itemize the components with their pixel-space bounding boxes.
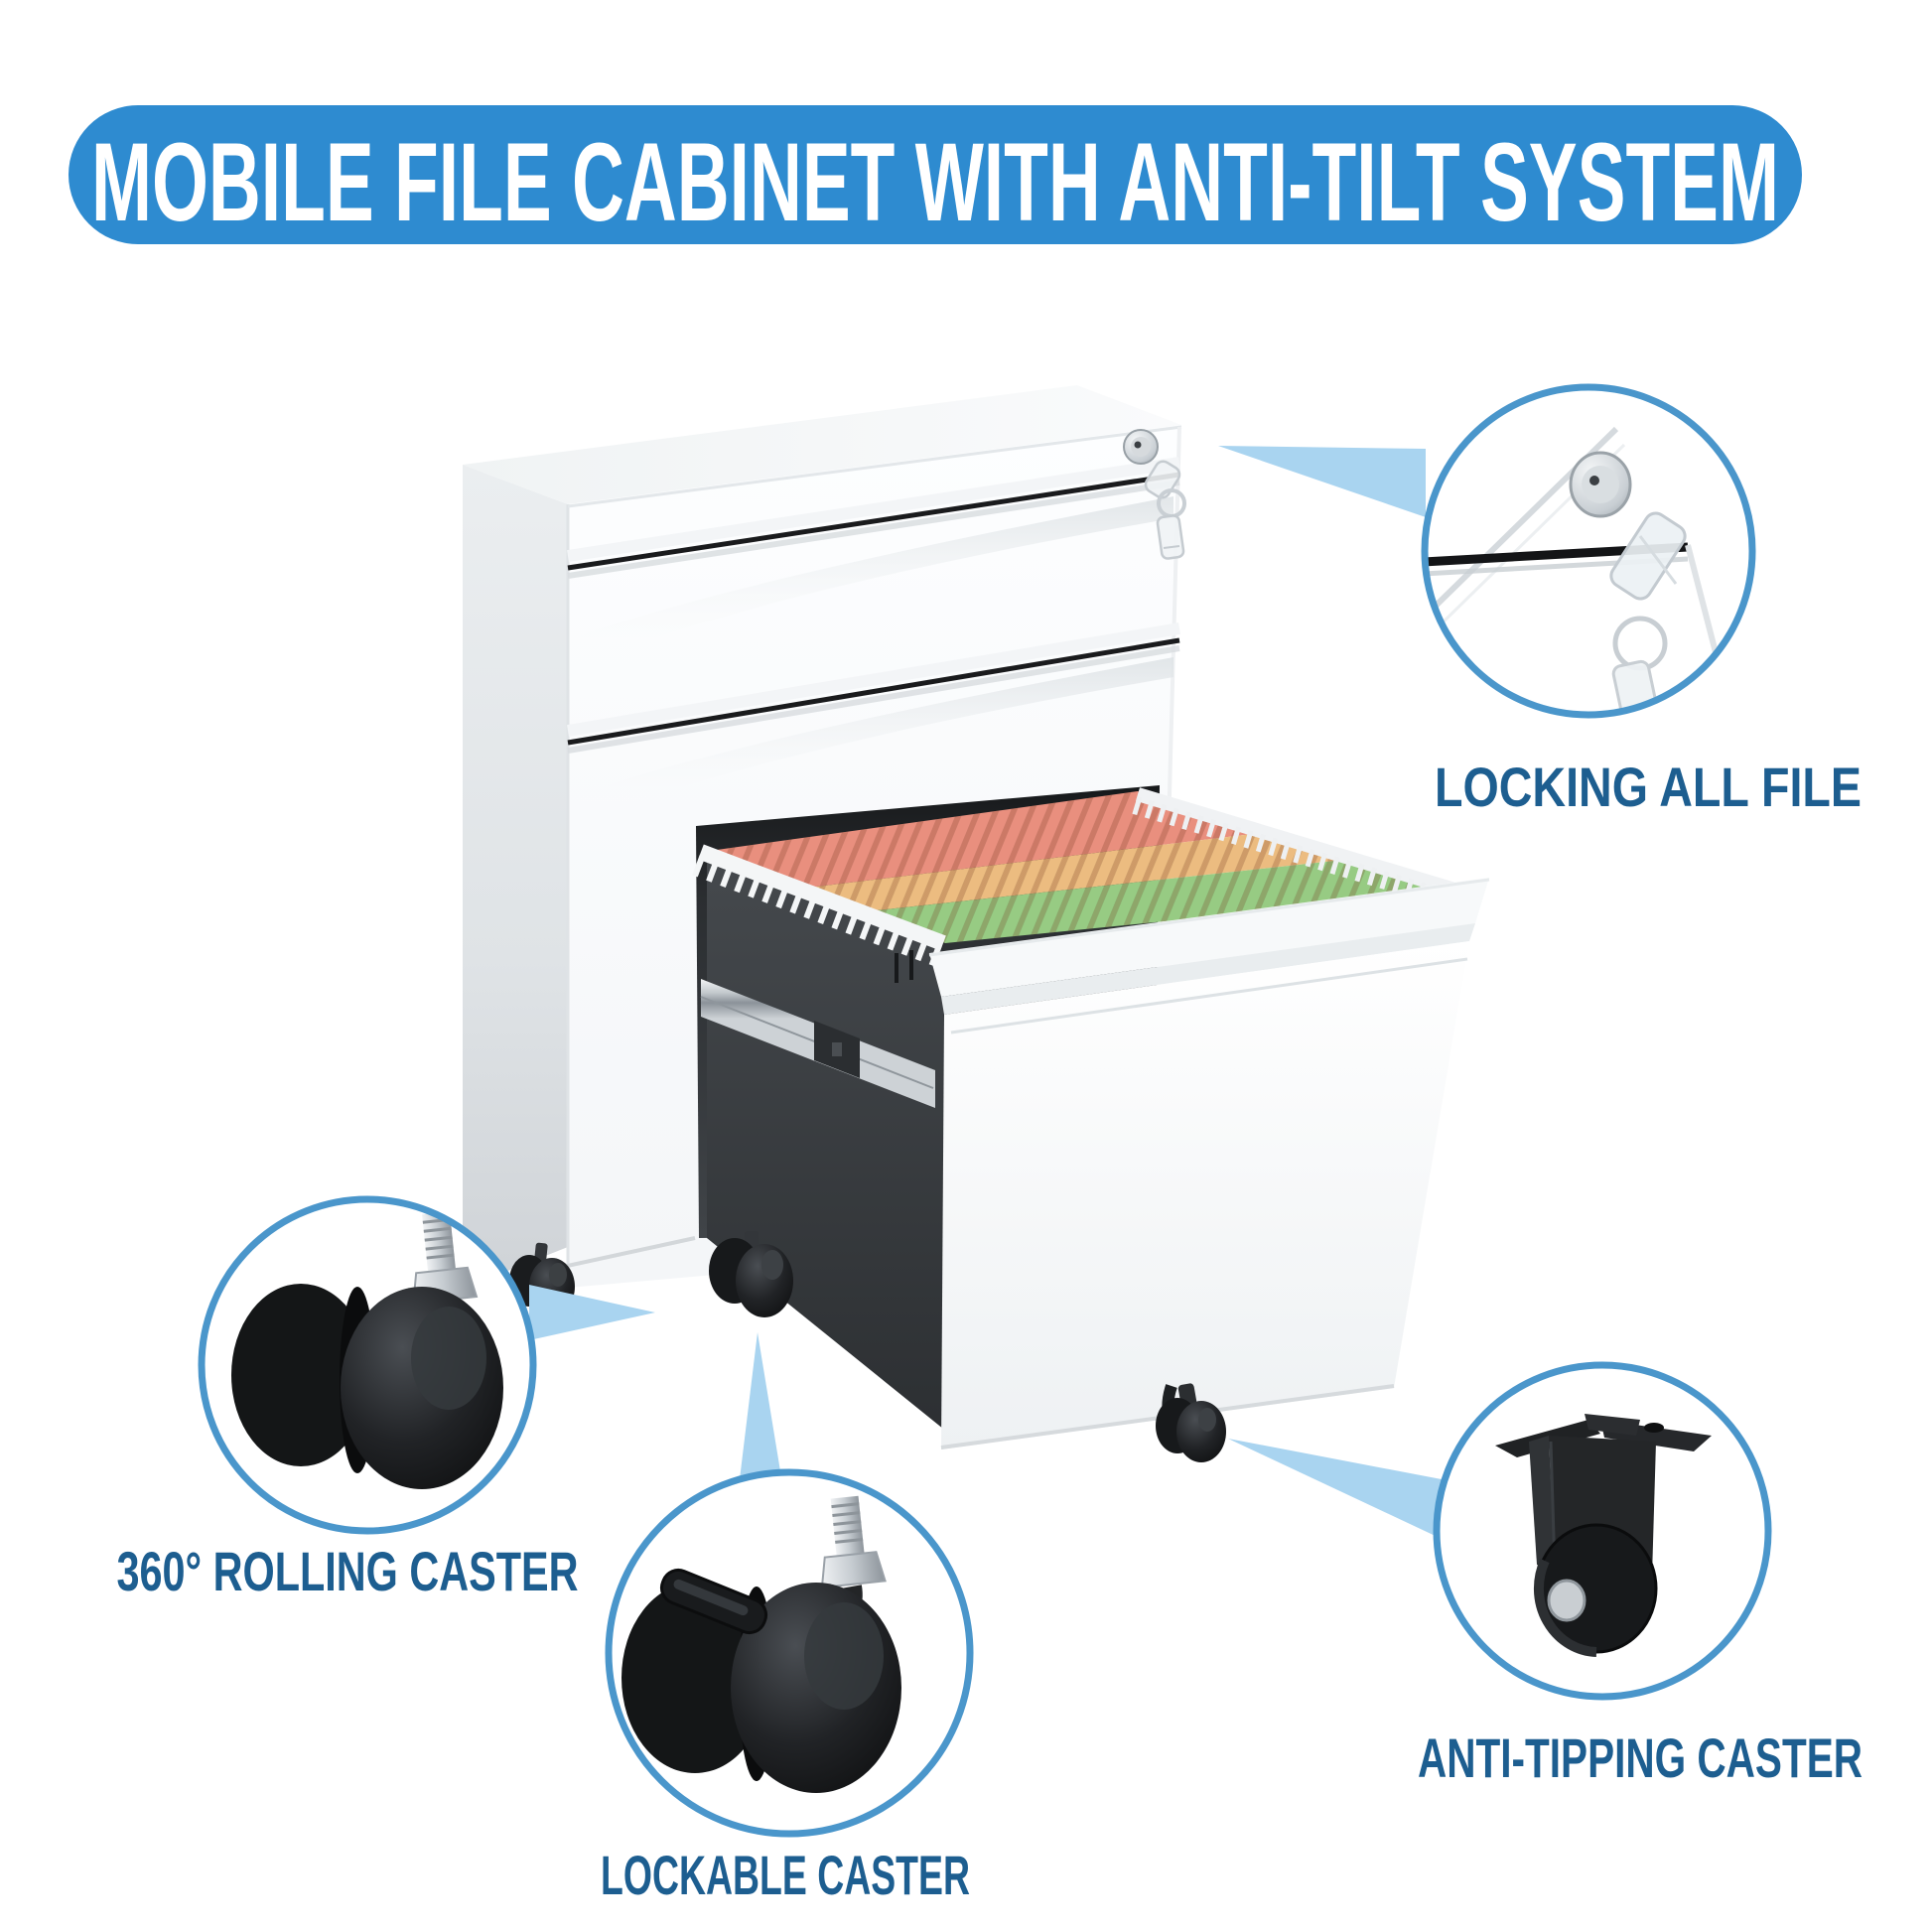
drawer2-handle-recess <box>581 657 1173 820</box>
rolling-caster-illustration <box>231 1211 503 1489</box>
panel-groove <box>950 957 1468 1035</box>
callout-pointer-rolling <box>529 1285 655 1340</box>
callout-label-locking: LOCKING ALL FILE <box>1435 756 1862 818</box>
file-rail-left <box>692 844 946 967</box>
anti-tipping-caster-illustration <box>1495 1414 1712 1657</box>
callout-pointers <box>529 446 1442 1539</box>
files-stripe-lines <box>717 791 1464 943</box>
open-drawer <box>692 787 1490 1462</box>
drawer-front-lip <box>941 923 1475 1015</box>
hanging-files <box>717 791 1464 943</box>
cabinet-illustration <box>462 385 1490 1462</box>
brake-lever-icon <box>659 1568 768 1635</box>
banner: MOBILE FILE CABINET WITH ANTI-TILT SYSTE… <box>69 105 1802 244</box>
drawer-caster-icon <box>1156 1383 1226 1462</box>
cabinet-side-panel <box>463 465 568 1289</box>
callout-label-rolling: 360° ROLLING CASTER <box>117 1540 579 1602</box>
drawer-gap-1 <box>567 457 1180 579</box>
rim-edge <box>928 878 1490 957</box>
cabinet-caster-middle-icon <box>709 1231 793 1317</box>
callout-ring-anti-tipping <box>1433 1361 1772 1701</box>
callout-pointer-locking <box>1218 446 1426 517</box>
drawer-wall-slots <box>895 950 913 983</box>
callout-ring-locking <box>1421 383 1756 719</box>
callout-label-anti-tipping: ANTI-TIPPING CASTER <box>1418 1726 1863 1789</box>
callout-ring-rolling <box>198 1195 537 1535</box>
slide-rail <box>700 979 935 1108</box>
callout-locking: LOCKING ALL FILE <box>1421 383 1862 818</box>
callout-rolling: 360° ROLLING CASTER <box>117 1195 579 1602</box>
drawer-gap-2 <box>567 622 1180 754</box>
callout-lockable: LOCKABLE CASTER <box>601 1468 974 1906</box>
banner-pill <box>69 105 1802 244</box>
callout-label-lockable: LOCKABLE CASTER <box>601 1844 970 1906</box>
callout-ring-lockable <box>605 1468 974 1838</box>
file-rail-right <box>1132 787 1464 911</box>
lock-icon <box>1123 429 1159 465</box>
drawer-left-wall <box>707 856 959 1442</box>
callout-anti-tipping: ANTI-TIPPING CASTER <box>1418 1361 1863 1789</box>
top-front-edge <box>567 425 1182 508</box>
drawer-front-rim <box>929 878 1489 997</box>
drawer1-handle-recess <box>581 496 1173 663</box>
callout-pointer-lockable <box>740 1332 781 1479</box>
banner-title: MOBILE FILE CABINET WITH ANTI-TILT SYSTE… <box>91 120 1779 244</box>
keys-icon <box>1144 460 1186 560</box>
lockable-caster-illustration <box>621 1495 901 1793</box>
cabinet-top-face <box>463 385 1181 504</box>
callout-pointer-anti-tipping <box>1228 1439 1442 1539</box>
drawer-front-panel <box>941 941 1469 1449</box>
